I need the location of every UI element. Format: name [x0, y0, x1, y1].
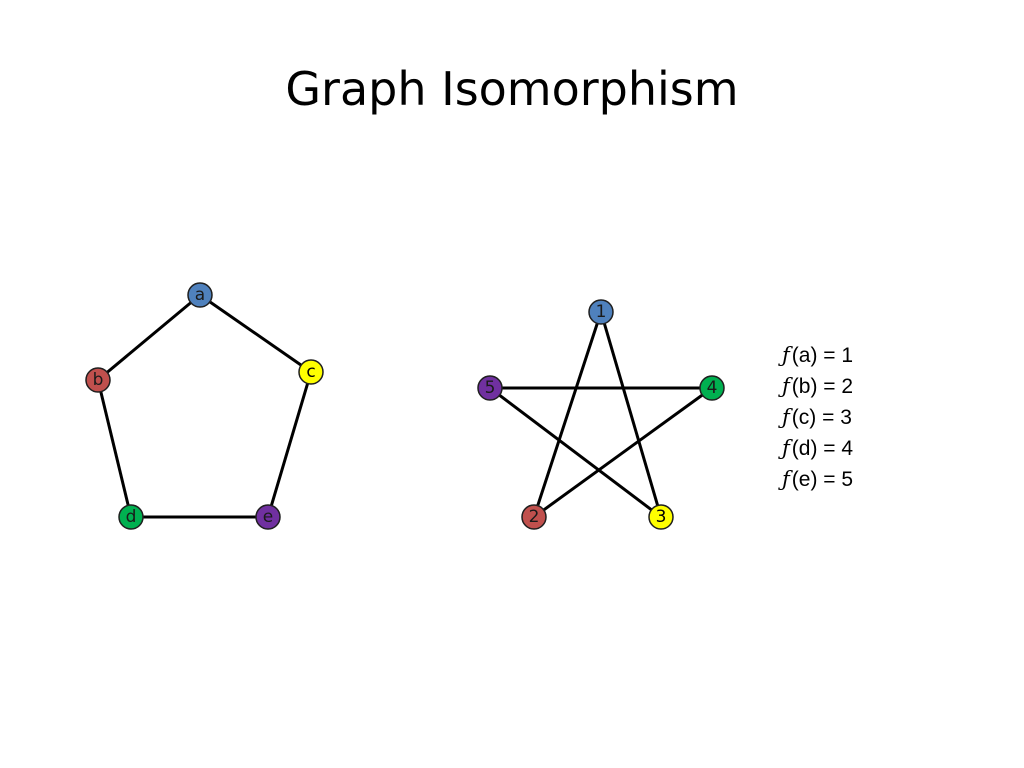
left-node-b: b [85, 367, 111, 393]
right-node-label-1: 1 [596, 302, 607, 322]
right-node-circle-5 [477, 375, 503, 401]
right-node-label-3: 3 [656, 507, 667, 527]
right-edge-1-3 [599, 311, 663, 518]
right-edge-2-4 [533, 386, 713, 519]
right-node-label-4: 4 [707, 378, 718, 398]
left-edge-a-b [97, 293, 201, 382]
function-symbol: ƒ [782, 436, 790, 460]
function-symbol: ƒ [782, 343, 790, 367]
mapping-text: (c) = 3 [791, 406, 852, 429]
left-node-circle-a [187, 282, 213, 308]
left-node-label-c: c [306, 362, 315, 382]
left-edge-b-d [96, 379, 133, 518]
left-node-label-a: a [195, 285, 205, 305]
left-edge-c-e [266, 371, 313, 518]
mapping-text: (a) = 1 [791, 344, 854, 367]
left-node-label-b: b [93, 370, 104, 390]
right-node-5: 5 [477, 375, 503, 401]
right-node-1: 1 [588, 299, 614, 325]
function-symbol: ƒ [782, 467, 790, 491]
left-node-circle-b [85, 367, 111, 393]
right-node-circle-1 [588, 299, 614, 325]
left-node-label-d: d [126, 507, 137, 527]
function-symbol: ƒ [782, 374, 790, 398]
left-node-d: d [118, 504, 144, 530]
mapping-row-d: ƒ(d) = 4 [782, 433, 853, 464]
right-node-3: 3 [648, 504, 674, 530]
slide-title: Graph Isomorphism [285, 62, 739, 116]
mapping-row-b: ƒ(b) = 2 [782, 371, 853, 402]
right-node-circle-4 [699, 375, 725, 401]
graph-right: 1 2 3 4 5 [477, 299, 725, 530]
right-edge-3-5 [489, 386, 662, 519]
graph-right-edges [489, 311, 713, 519]
mapping-text: (d) = 4 [791, 437, 854, 460]
right-node-label-2: 2 [529, 507, 540, 527]
left-edge-a-c [199, 293, 312, 374]
left-node-circle-c [298, 359, 324, 385]
graph-left-edges [96, 293, 313, 519]
graph-right-nodes: 1 2 3 4 5 [477, 299, 725, 530]
graph-left: a b c d e [85, 282, 324, 530]
mapping-row-c: ƒ(c) = 3 [782, 402, 853, 433]
left-node-label-e: e [263, 507, 273, 527]
mapping-row-a: ƒ(a) = 1 [782, 340, 853, 371]
isomorphism-mapping: ƒ(a) = 1 ƒ(b) = 2 ƒ(c) = 3 ƒ(d) = 4 ƒ(e)… [782, 340, 853, 495]
right-node-4: 4 [699, 375, 725, 401]
left-node-a: a [187, 282, 213, 308]
mapping-text: (e) = 5 [791, 468, 854, 491]
left-node-circle-d [118, 504, 144, 530]
mapping-row-e: ƒ(e) = 5 [782, 464, 853, 495]
right-node-2: 2 [521, 504, 547, 530]
left-node-circle-e [255, 504, 281, 530]
mapping-text: (b) = 2 [791, 375, 854, 398]
right-edge-1-2 [532, 311, 603, 518]
function-symbol: ƒ [782, 405, 790, 429]
graph-left-nodes: a b c d e [85, 282, 324, 530]
left-node-e: e [255, 504, 281, 530]
right-node-circle-3 [648, 504, 674, 530]
right-node-circle-2 [521, 504, 547, 530]
right-node-label-5: 5 [485, 378, 496, 398]
left-node-c: c [298, 359, 324, 385]
